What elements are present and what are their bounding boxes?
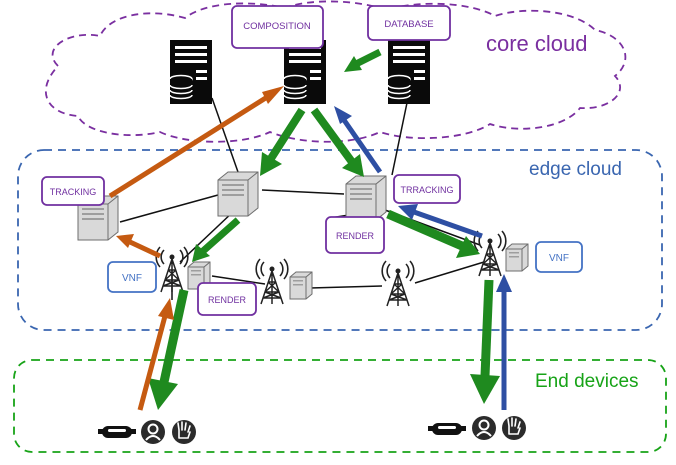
composition-box: COMPOSITION — [231, 5, 324, 49]
vnf-label-left: VNF — [122, 273, 142, 284]
end-device-group-left — [98, 419, 197, 445]
end-devices-zone — [13, 359, 667, 453]
flow-arrow-antenna-to-tracking — [116, 234, 162, 259]
radio-antenna-icon — [381, 260, 415, 307]
flow-arrow-core-to-edge-right — [310, 107, 364, 177]
render-label-left: RENDER — [208, 295, 247, 305]
end-device-group-right — [428, 415, 527, 441]
vnf-box-right: VNF — [535, 241, 583, 273]
tracking-box-right: TRRACKING — [393, 174, 461, 204]
flow-arrow-database-to-composition — [344, 48, 382, 72]
database-label: DATABASE — [384, 19, 433, 30]
user-badge-icon — [471, 415, 497, 441]
flow-arrow-edge-to-antenna-left — [192, 217, 241, 262]
flow-arrow-edge-to-antenna-right — [386, 209, 480, 258]
flow-arrow-antenna-to-user-right — [470, 279, 500, 404]
vnf-box-left: VNF — [107, 261, 157, 293]
tracking-label-right: TRRACKING — [400, 185, 453, 195]
composition-label: COMPOSITION — [243, 21, 311, 32]
vr-headset-icon — [428, 423, 466, 435]
edge-server-icon — [217, 171, 259, 217]
user-badge-icon — [140, 419, 166, 445]
server-tower-icon — [283, 40, 326, 104]
end-devices-label: End devices — [535, 371, 639, 392]
flow-arrow-tracking-to-core — [108, 86, 284, 199]
edge-server-icon — [345, 175, 387, 221]
hand-gesture-icon — [501, 415, 527, 441]
render-box-left: RENDER — [197, 282, 257, 316]
server-tower-icon — [169, 40, 212, 104]
flow-arrow-user-to-antenna-right — [496, 274, 512, 410]
flow-arrow-edge-to-core-blue — [334, 106, 383, 174]
edge-server-icon — [505, 243, 529, 272]
server-tower-icon — [387, 40, 430, 104]
flow-arrow-user-to-antenna-left — [137, 298, 174, 411]
flow-arrow-core-to-edge-left — [260, 107, 306, 176]
edge-server-icon — [289, 271, 313, 300]
tracking-label-left: TRACKING — [50, 187, 97, 197]
vnf-label-right: VNF — [549, 253, 569, 264]
render-label-center: RENDER — [336, 231, 375, 241]
edge-cloud-label: edge cloud — [529, 159, 622, 180]
flow-arrow-antenna-to-user-left — [148, 289, 189, 410]
hand-gesture-icon — [171, 419, 197, 445]
tracking-box-left: TRACKING — [41, 176, 105, 206]
flow-arrow-antenna-to-trracking — [398, 204, 483, 239]
database-box: DATABASE — [367, 5, 451, 41]
core-cloud-label: core cloud — [486, 31, 588, 56]
vr-headset-icon — [98, 426, 136, 438]
render-box-center: RENDER — [325, 216, 385, 254]
core-cloud-zone — [45, 0, 627, 143]
radio-antenna-icon — [255, 258, 289, 305]
